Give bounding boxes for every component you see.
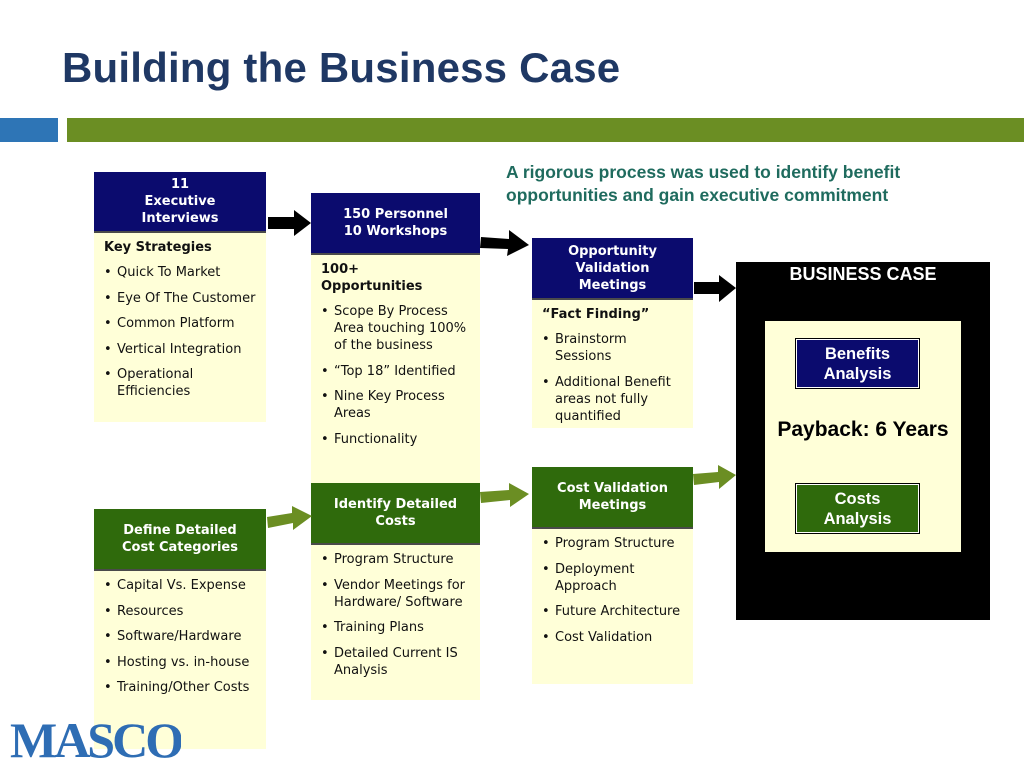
- list-item: Detailed Current IS Analysis: [321, 645, 472, 679]
- list-item: Training Plans: [321, 619, 472, 636]
- identify-costs-box: Identify Detailed Costs Program Structur…: [311, 483, 480, 700]
- list-item: Eye Of The Customer: [104, 290, 258, 307]
- list-item: Program Structure: [542, 535, 685, 552]
- list-item: Nine Key Process Areas: [321, 388, 472, 422]
- list-item: Software/Hardware: [104, 628, 258, 645]
- cost-validation-box: Cost Validation Meetings Program Structu…: [532, 467, 693, 684]
- flow-arrow-icon: [268, 210, 311, 236]
- list-item: Common Platform: [104, 315, 258, 332]
- box-header: Define Detailed Cost Categories: [94, 509, 266, 571]
- flow-arrow-icon: [480, 483, 529, 507]
- bullet-list: Brainstorm Sessions Additional Benefit a…: [542, 331, 685, 425]
- bullet-list: Scope By Process Area touching 100% of t…: [321, 303, 472, 448]
- box-header: 11 Executive Interviews: [94, 172, 266, 233]
- list-item: Scope By Process Area touching 100% of t…: [321, 303, 472, 354]
- bullet-list: Quick To Market Eye Of The Customer Comm…: [104, 264, 258, 400]
- list-item: Resources: [104, 603, 258, 620]
- list-item: Vendor Meetings for Hardware/ Software: [321, 577, 472, 611]
- box-body: Capital Vs. Expense Resources Software/H…: [94, 571, 266, 749]
- box-header: Opportunity Validation Meetings: [532, 238, 693, 300]
- list-item: Quick To Market: [104, 264, 258, 281]
- costs-analysis-box: Costs Analysis: [795, 483, 920, 534]
- list-item: Deployment Approach: [542, 561, 685, 595]
- list-item: Program Structure: [321, 551, 472, 568]
- box-lead: “Fact Finding”: [542, 307, 650, 322]
- box-header: 150 Personnel 10 Workshops: [311, 193, 480, 255]
- box-header: Cost Validation Meetings: [532, 467, 693, 529]
- box-header: Identify Detailed Costs: [311, 483, 480, 545]
- opportunity-validation-box: Opportunity Validation Meetings “Fact Fi…: [532, 238, 693, 428]
- benefits-analysis-box: Benefits Analysis: [795, 338, 920, 389]
- payback-label: Payback: 6 Years: [777, 418, 949, 441]
- list-item: Training/Other Costs: [104, 679, 258, 696]
- box-body: Program Structure Vendor Meetings for Ha…: [311, 545, 480, 700]
- box-lead: 100+ Opportunities: [321, 262, 423, 294]
- list-item: Functionality: [321, 431, 472, 448]
- business-case-title: BUSINESS CASE: [789, 264, 937, 284]
- flow-arrow-icon: [693, 465, 736, 489]
- define-cost-categories-box: Define Detailed Cost Categories Capital …: [94, 509, 266, 749]
- list-item: Hosting vs. in-house: [104, 654, 258, 671]
- tagline: A rigorous process was used to identify …: [506, 162, 901, 205]
- box-lead: Key Strategies: [104, 240, 212, 255]
- list-item: Brainstorm Sessions: [542, 331, 685, 365]
- personnel-workshops-box: 150 Personnel 10 Workshops 100+ Opportun…: [311, 193, 480, 485]
- accent-bar-green: [67, 118, 1024, 142]
- company-logo: MASCO: [10, 712, 182, 768]
- bullet-list: Program Structure Vendor Meetings for Ha…: [321, 551, 472, 679]
- flow-arrow-icon: [694, 275, 736, 302]
- bullet-list: Program Structure Deployment Approach Fu…: [542, 535, 685, 646]
- list-item: Vertical Integration: [104, 341, 258, 358]
- box-body: Program Structure Deployment Approach Fu…: [532, 529, 693, 684]
- list-item: Additional Benefit areas not fully quant…: [542, 374, 685, 425]
- list-item: “Top 18” Identified: [321, 363, 472, 380]
- box-body: 100+ Opportunities Scope By Process Area…: [311, 255, 480, 485]
- list-item: Cost Validation: [542, 629, 685, 646]
- list-item: Capital Vs. Expense: [104, 577, 258, 594]
- accent-bar-blue: [0, 118, 58, 142]
- flow-arrow-icon: [480, 230, 529, 256]
- page-title: Building the Business Case: [62, 44, 621, 91]
- flow-arrow-icon: [267, 506, 312, 530]
- list-item: Future Architecture: [542, 603, 685, 620]
- box-body: “Fact Finding” Brainstorm Sessions Addit…: [532, 300, 693, 428]
- list-item: Operational Efficiencies: [104, 366, 258, 400]
- bullet-list: Capital Vs. Expense Resources Software/H…: [104, 577, 258, 696]
- box-body: Key Strategies Quick To Market Eye Of Th…: [94, 233, 266, 422]
- executive-interviews-box: 11 Executive Interviews Key Strategies Q…: [94, 172, 266, 422]
